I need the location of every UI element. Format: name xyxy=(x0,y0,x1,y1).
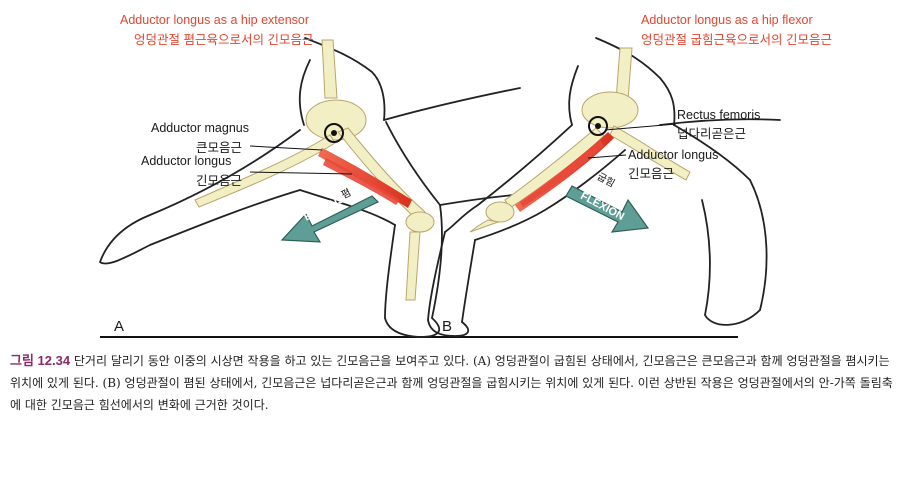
panel-b-title-en: Adductor longus as a hip flexor xyxy=(641,13,813,27)
label-adductor-longus-b-en: Adductor longus xyxy=(628,148,719,162)
running-legs-drawing xyxy=(99,37,781,338)
label-rectus-femoris-ko: 넙다리곧은근 xyxy=(677,127,747,141)
flexion-arrow xyxy=(565,185,650,233)
label-adductor-longus-a-ko: 긴모음근 xyxy=(196,174,243,188)
panel-b-title-ko: 엉덩관절 굽힘근육으로서의 긴모음근 xyxy=(641,33,832,47)
panel-b-muscles xyxy=(515,132,614,212)
extension-arrow xyxy=(280,195,380,243)
panel-b-letter: B xyxy=(442,318,453,335)
figure-caption: 그림 12.34 단거리 달리기 동안 이중의 시상면 작용을 하고 있는 긴모… xyxy=(10,350,895,416)
panel-a-letter: A xyxy=(114,318,125,335)
label-adductor-magnus-ko: 큰모음근 xyxy=(196,141,243,155)
anatomy-illustration: Adductor longus as a hip extensor 엉덩관절 폄… xyxy=(99,13,832,338)
panel-b-leaders xyxy=(587,123,677,159)
figure-number: 그림 12.34 xyxy=(10,353,71,368)
caption-text: 단거리 달리기 동안 이중의 시상면 작용을 하고 있는 긴모음근을 보여주고 … xyxy=(10,354,893,412)
panel-a-leaders xyxy=(249,145,353,175)
panel-a-muscles xyxy=(318,148,412,208)
panel-a-title-ko: 엉덩관절 폄근육으로서의 긴모음근 xyxy=(134,33,314,47)
panel-b-bones xyxy=(469,47,691,233)
panel-a-bones xyxy=(194,39,435,301)
label-adductor-longus-a-en: Adductor longus xyxy=(141,154,232,168)
panel-a-figure xyxy=(99,37,526,338)
panel-a-title-en: Adductor longus as a hip extensor xyxy=(120,13,310,27)
label-rectus-femoris-en: Rectus femoris xyxy=(677,108,761,122)
label-adductor-longus-b-ko: 긴모음근 xyxy=(628,167,675,181)
label-adductor-magnus-en: Adductor magnus xyxy=(151,121,249,135)
panel-b-figure xyxy=(427,37,781,337)
